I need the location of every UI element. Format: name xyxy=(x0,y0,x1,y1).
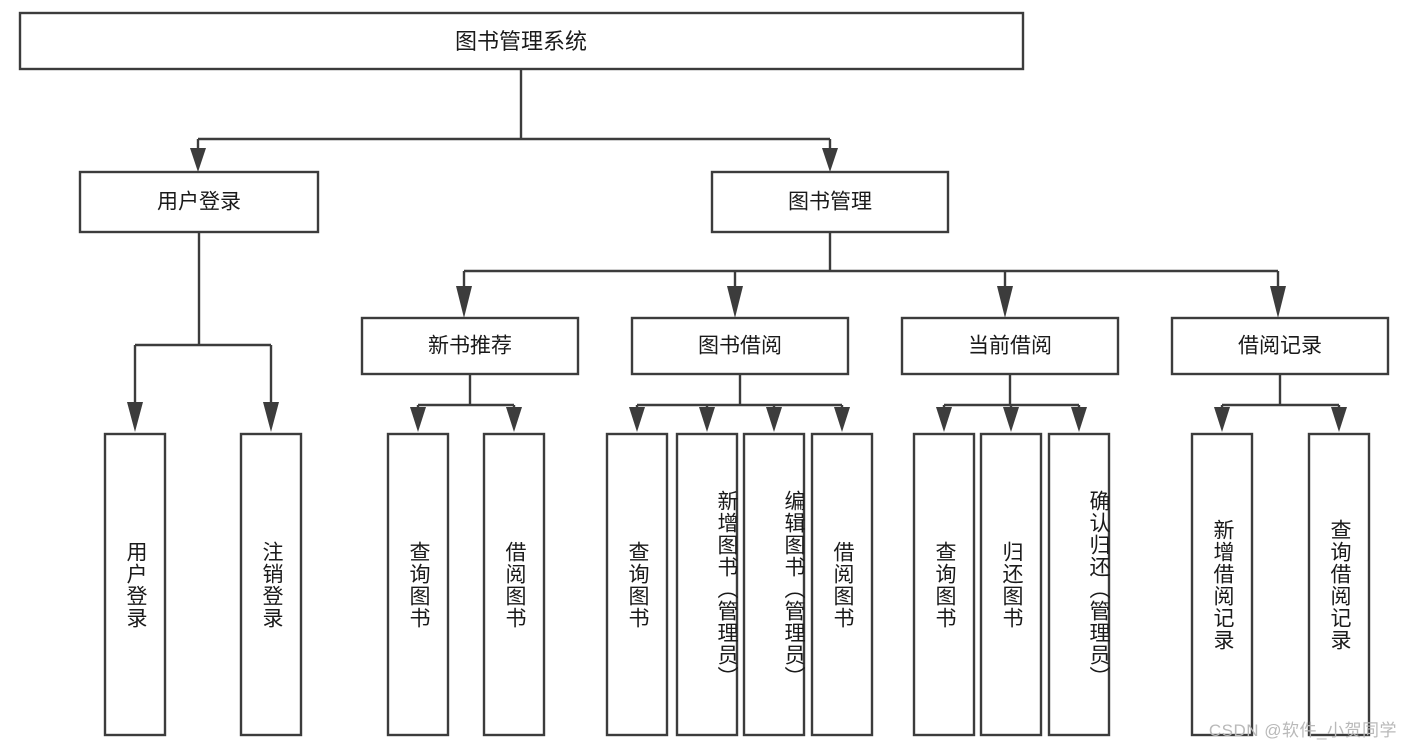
arrow-head-icon xyxy=(699,407,715,432)
arrow-head-icon xyxy=(127,402,143,432)
leaf-box-logout[interactable] xyxy=(239,432,303,737)
leaf-box-user-login[interactable] xyxy=(103,432,167,737)
leaf-box-add-book-admin[interactable] xyxy=(675,432,739,737)
arrow-head-icon xyxy=(456,286,472,318)
node-book-manage-box[interactable] xyxy=(710,170,950,234)
leaf-box-confirm-return-admin[interactable] xyxy=(1047,432,1111,737)
arrow-head-icon xyxy=(727,286,743,318)
arrow-head-icon xyxy=(834,407,850,432)
leaf-box-query-borrow-record[interactable] xyxy=(1307,432,1371,737)
leaf-box-query-book-current[interactable] xyxy=(912,432,976,737)
node-new-book-recommend-box[interactable] xyxy=(360,316,580,376)
node-book-manage-label: 图书管理 xyxy=(788,191,872,214)
node-borrow-record-label: 借阅记录 xyxy=(1238,335,1322,358)
arrow-head-icon xyxy=(1071,407,1087,432)
arrow-head-icon xyxy=(506,407,522,432)
arrow-head-icon xyxy=(1214,407,1230,432)
leaf-box-return-book[interactable] xyxy=(979,432,1043,737)
arrow-head-icon xyxy=(997,286,1013,318)
arrow-head-icon xyxy=(190,148,206,172)
arrow-head-icon xyxy=(1270,286,1286,318)
node-book-borrow-box[interactable] xyxy=(630,316,850,376)
arrow-head-icon xyxy=(263,402,279,432)
leaf-box-add-borrow-record[interactable] xyxy=(1190,432,1254,737)
node-book-borrow-label: 图书借阅 xyxy=(698,335,782,358)
leaf-box-query-book-recommend[interactable] xyxy=(386,432,450,737)
leaf-box-query-book-borrow[interactable] xyxy=(605,432,669,737)
arrow-head-icon xyxy=(936,407,952,432)
node-root-box[interactable] xyxy=(18,11,1025,71)
node-new-book-recommend-label: 新书推荐 xyxy=(428,335,512,358)
node-root-label: 图书管理系统 xyxy=(455,29,587,54)
arrow-head-icon xyxy=(766,407,782,432)
arrow-head-icon xyxy=(1331,407,1347,432)
arrow-head-icon xyxy=(1003,407,1019,432)
node-current-borrow-box[interactable] xyxy=(900,316,1120,376)
node-user-login-label: 用户登录 xyxy=(157,191,241,214)
csdn-watermark: CSDN @软件_小贺同学 xyxy=(1208,721,1397,740)
node-current-borrow-label: 当前借阅 xyxy=(968,335,1052,358)
arrow-head-icon xyxy=(822,148,838,172)
node-borrow-record-box[interactable] xyxy=(1170,316,1390,376)
leaf-box-borrow-book-recommend[interactable] xyxy=(482,432,546,737)
leaf-box-edit-book-admin[interactable] xyxy=(742,432,806,737)
leaf-box-borrow-book[interactable] xyxy=(810,432,874,737)
arrow-head-icon xyxy=(410,407,426,432)
arrow-head-icon xyxy=(629,407,645,432)
